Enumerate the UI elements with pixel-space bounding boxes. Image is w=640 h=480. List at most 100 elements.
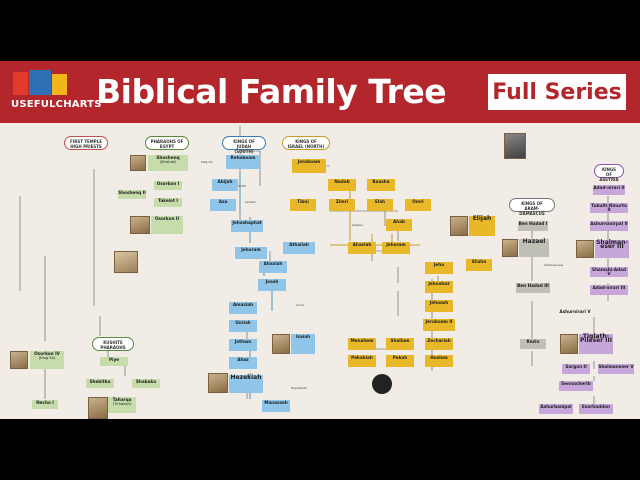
node-shalmaneser-v[interactable]: Shalmaneser V xyxy=(598,364,634,374)
node-manasseh[interactable]: Manasseh xyxy=(262,400,290,412)
node-ashur-dan-name: Ashurnirari V xyxy=(559,309,591,314)
node-sargon[interactable]: Sargon II xyxy=(562,364,590,374)
node-taharqa-sub: (Tirhakah) xyxy=(112,402,132,407)
node-isaiah[interactable]: Isaiah xyxy=(291,334,315,354)
amoz-label: Amoz xyxy=(296,303,305,307)
node-osorkon-ii[interactable]: Osorkon II xyxy=(151,216,183,234)
node-osorkon-iv-name: Osorkon IV xyxy=(34,351,60,356)
node-shoshenq-sub: (Shishak) xyxy=(159,160,177,165)
node-ben-hadad-iii[interactable]: Ben Hadad III xyxy=(516,283,550,293)
node-ashurbanipal[interactable]: Ashurbanipal xyxy=(539,404,573,414)
node-shamshi-adad[interactable]: Shamshi-Adad V xyxy=(590,267,628,277)
shilhi-label: Shilhi xyxy=(238,184,247,188)
node-sennacherib[interactable]: Sennacherib xyxy=(559,381,593,391)
node-elijah[interactable]: Elijah xyxy=(469,215,495,236)
node-uzziah-name: Uzziah xyxy=(235,320,251,325)
node-jehoash[interactable]: Jehoash xyxy=(425,300,453,312)
node-shalmaneser-iii[interactable]: Shalman-eser III xyxy=(595,240,629,258)
node-joash[interactable]: Joash xyxy=(258,279,286,291)
node-baasha[interactable]: Baasha xyxy=(367,179,395,191)
node-jehoram-israel-name: Jehoram xyxy=(386,242,406,247)
node-shallum-name: Shallum xyxy=(390,338,410,343)
node-pekah[interactable]: Pekah xyxy=(386,355,414,367)
node-jehu[interactable]: Jehu xyxy=(425,262,453,274)
node-abijah[interactable]: Abijah xyxy=(212,179,238,191)
node-jehoahaz[interactable]: Jehoahaz xyxy=(425,281,453,293)
node-shoshenq[interactable]: Shoshenq(Shishak) xyxy=(148,155,188,171)
node-amaziah-name: Amaziah xyxy=(232,302,254,307)
tiglath-portrait xyxy=(560,334,578,354)
node-adad-nirari-ii[interactable]: Adad-nirari II xyxy=(593,185,625,195)
node-asa[interactable]: Asa xyxy=(210,199,236,211)
node-athaliah[interactable]: Athaliah xyxy=(283,242,315,254)
egypt-header: PHARAOHS OF EGYPT xyxy=(145,136,189,150)
node-ashurnasirpal-name: Ashurnasirpal II xyxy=(590,221,628,226)
node-jehu-name: Jehu xyxy=(433,262,445,267)
node-ahab[interactable]: Ahab xyxy=(386,219,412,231)
node-hezekiah[interactable]: Hezekiah xyxy=(229,374,263,393)
node-tukulti[interactable]: Tukulti-Ninurta II xyxy=(590,203,628,213)
node-esarhaddon-name: Esarhaddon xyxy=(582,404,610,409)
node-osorkon-i[interactable]: Osorkon I xyxy=(154,181,182,190)
node-shabaka[interactable]: Shabaka xyxy=(132,379,160,388)
node-zechariah[interactable]: Zechariah xyxy=(425,338,453,350)
node-nadab[interactable]: Nadab xyxy=(328,179,356,191)
node-ahaziah-israel-name: Ahaziah xyxy=(352,242,372,247)
node-amaziah[interactable]: Amaziah xyxy=(229,302,257,314)
node-hazael[interactable]: Hazael xyxy=(519,238,549,257)
full-series-badge[interactable]: Full Series xyxy=(486,72,628,112)
osorkon-iv-portrait xyxy=(10,351,28,369)
node-jeroboam[interactable]: Jeroboam xyxy=(292,159,326,173)
node-takelot-i-name: Takelot I xyxy=(158,198,178,203)
node-piye[interactable]: Piye xyxy=(100,357,128,366)
node-athaliah-name: Athaliah xyxy=(289,242,309,247)
node-menahem[interactable]: Menahem xyxy=(348,338,376,350)
node-ahaziah-judah[interactable]: Ahaziah xyxy=(259,261,287,273)
node-menahem-name: Menahem xyxy=(350,338,374,343)
node-ahaz[interactable]: Ahaz xyxy=(229,357,257,369)
node-takelot-i[interactable]: Takelot I xyxy=(154,198,182,207)
node-esarhaddon[interactable]: Esarhaddon xyxy=(579,404,613,414)
node-ashur-dan[interactable]: Ashurnirari V xyxy=(556,309,594,327)
shoshenq-portrait xyxy=(130,155,146,171)
node-uzziah[interactable]: Uzziah xyxy=(229,320,257,332)
node-hoshea[interactable]: Hoshea xyxy=(425,355,453,367)
node-jeroboam-ii[interactable]: Jeroboam II xyxy=(423,319,455,331)
node-osorkon-iv[interactable]: Osorkon IV(King So) xyxy=(30,351,64,369)
node-pekahiah-name: Pekahiah xyxy=(351,355,373,360)
node-sennacherib-name: Sennacherib xyxy=(561,381,591,386)
node-jehoram-israel[interactable]: Jehoram xyxy=(382,242,410,254)
node-rehoboam[interactable]: Rehoboam xyxy=(226,155,260,169)
logo-block-red xyxy=(13,72,28,95)
node-rezin[interactable]: Rezin xyxy=(520,339,546,349)
node-shebitku[interactable]: Shebitku xyxy=(86,379,114,388)
node-isaiah-name: Isaiah xyxy=(295,334,311,339)
node-shoshenq-ii[interactable]: Shoshenq II xyxy=(118,190,146,199)
node-omri[interactable]: Omri xyxy=(405,199,431,211)
node-jehoshaphat[interactable]: Jehoshaphat xyxy=(231,220,263,232)
hazael-portrait xyxy=(502,239,518,257)
node-pekahiah[interactable]: Pekahiah xyxy=(348,355,376,367)
node-jotham[interactable]: Jotham xyxy=(229,339,257,351)
node-elisha[interactable]: Elisha xyxy=(466,259,492,271)
page-title: Biblical Family Tree xyxy=(96,72,447,111)
node-taharqa[interactable]: Taharqa(Tirhakah) xyxy=(108,397,136,413)
node-jehoram-judah[interactable]: Jehoram xyxy=(235,247,267,259)
node-osorkon-iv-sub: (King So) xyxy=(38,356,56,361)
node-tibni[interactable]: Tibni xyxy=(290,199,316,211)
node-shallum[interactable]: Shallum xyxy=(386,338,414,350)
node-ben-hadad-i[interactable]: Ben Hadad I xyxy=(518,221,548,231)
node-hoshea-name: Hoshea xyxy=(430,355,448,360)
node-ashurnasirpal[interactable]: Ashurnasirpal II xyxy=(590,221,628,231)
maacah-label: Maacah xyxy=(201,160,213,164)
node-ahaziah-israel[interactable]: Ahaziah xyxy=(348,242,376,254)
node-elah[interactable]: Elah xyxy=(367,199,393,211)
node-hazael-name: Hazael xyxy=(522,238,546,245)
node-zimri[interactable]: Zimri xyxy=(329,199,355,211)
node-sargon-name: Sargon II xyxy=(565,364,587,369)
node-tiglath[interactable]: Tiglath-Pileser III xyxy=(579,334,613,354)
judah-header-label: KINGS OF JUDAH (SOUTH) xyxy=(233,139,255,154)
node-necho[interactable]: Necho I xyxy=(32,400,58,409)
node-adad-nirari-iii[interactable]: Adad-nirari III xyxy=(590,285,628,295)
